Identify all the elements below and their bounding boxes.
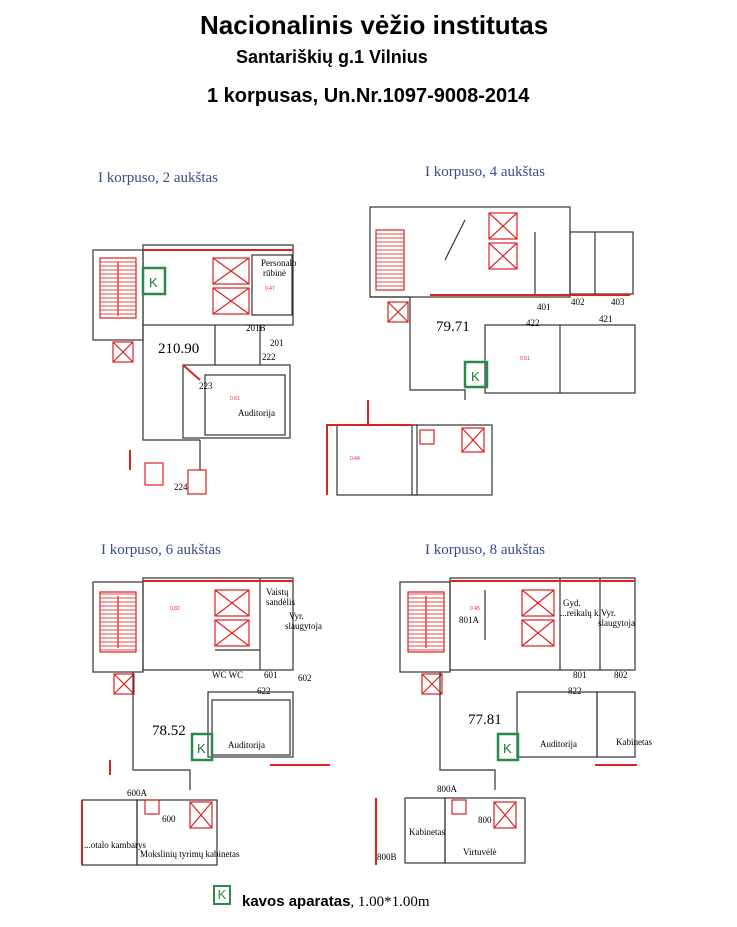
room-label: 801A xyxy=(459,615,480,625)
room-label: Personalo xyxy=(261,258,297,268)
document-address: Santariškių g.1 Vilnius xyxy=(236,47,428,67)
room-label: 622 xyxy=(257,686,271,696)
plan-title-floor-4: I korpuso, 4 aukštas xyxy=(425,164,545,180)
document-registration-number: 1 korpusas, Un.Nr.1097-9008-2014 xyxy=(207,85,530,107)
room-label: ...reikalų k. xyxy=(560,608,601,618)
room-label: 800 xyxy=(478,815,492,825)
room-label: 800B xyxy=(377,852,397,862)
room-label: 402 xyxy=(571,297,585,307)
room-label: slaugytoja xyxy=(285,621,322,631)
room-label: Vyr. xyxy=(601,608,616,618)
room-label: 222 xyxy=(262,352,276,362)
room-label: 421 xyxy=(599,314,613,324)
legend-dimensions: , 1.00*1.00m xyxy=(350,894,430,910)
room-label: sandėlis xyxy=(266,597,295,607)
floor-plan-6 xyxy=(81,577,330,866)
dimension-annotation: 0.45 xyxy=(470,606,480,612)
dimension-annotation: 0.51 xyxy=(520,356,530,362)
room-label: slaugytoja xyxy=(598,618,635,628)
legend-label: kavos aparatas, 1.00*1.00m xyxy=(242,893,430,911)
room-label: 403 xyxy=(611,297,625,307)
room-label: Mokslinių tyrimų kabinetas xyxy=(140,849,240,859)
dimension-annotation: 0.82 xyxy=(170,606,180,612)
room-label: Virtuvėlė xyxy=(463,847,496,857)
room-label: 822 xyxy=(568,686,582,696)
dimension-annotation: 0.44 xyxy=(350,456,360,462)
room-label: Auditorija xyxy=(228,740,265,750)
plan-title-floor-8: I korpuso, 8 aukštas xyxy=(425,542,545,558)
plan-title-floor-6: I korpuso, 6 aukštas xyxy=(101,542,221,558)
room-label: Gyd. xyxy=(563,598,581,608)
room-label: rūbinė xyxy=(263,268,286,278)
plan-title-floor-2: I korpuso, 2 aukštas xyxy=(98,170,218,186)
room-label: 223 xyxy=(199,381,213,391)
room-label: 422 xyxy=(526,318,540,328)
room-label: 802 xyxy=(614,670,628,680)
room-label: 224 xyxy=(174,482,188,492)
coffee-machine-marker-floor-2: K xyxy=(149,275,158,290)
area-value-floor-6: 78.52 xyxy=(152,723,186,739)
room-label: 801 xyxy=(573,670,587,680)
room-label: Auditorija xyxy=(540,739,577,749)
room-label: 201B xyxy=(246,323,266,333)
room-label: 600 xyxy=(162,814,176,824)
room-label: 201 xyxy=(270,338,284,348)
area-value-floor-8: 77.81 xyxy=(468,712,502,728)
room-label: 602 xyxy=(298,673,312,683)
room-label: Vaistų xyxy=(266,587,289,597)
room-label: ...otalo kambarys xyxy=(84,840,146,850)
coffee-machine-legend-icon: K xyxy=(213,885,231,905)
dimension-annotation: 0.47 xyxy=(265,286,275,292)
floor-plan-4 xyxy=(326,206,636,496)
room-label: 800A xyxy=(437,784,458,794)
room-label: Vyr. xyxy=(289,611,304,621)
floor-plan-8 xyxy=(375,577,637,865)
area-value-floor-4: 79.71 xyxy=(436,319,470,335)
coffee-machine-marker-floor-8: K xyxy=(503,741,512,756)
dimension-annotation: 0.61 xyxy=(230,396,240,402)
room-label: WC WC xyxy=(212,670,243,680)
room-label: 401 xyxy=(537,302,551,312)
room-label: Kabinetas xyxy=(409,827,445,837)
room-label: 600A xyxy=(127,788,148,798)
floor-plan-2 xyxy=(92,244,294,495)
legend-label-text: kavos aparatas xyxy=(242,893,351,910)
area-value-floor-2: 210.90 xyxy=(158,341,199,357)
coffee-machine-marker-floor-4: K xyxy=(471,369,480,384)
document-title: Nacionalinis vėžio institutas xyxy=(200,10,549,40)
room-label: 601 xyxy=(264,670,278,680)
coffee-machine-marker-floor-6: K xyxy=(197,741,206,756)
room-label: Kabinetas xyxy=(616,737,652,747)
room-label: Auditorija xyxy=(238,408,275,418)
